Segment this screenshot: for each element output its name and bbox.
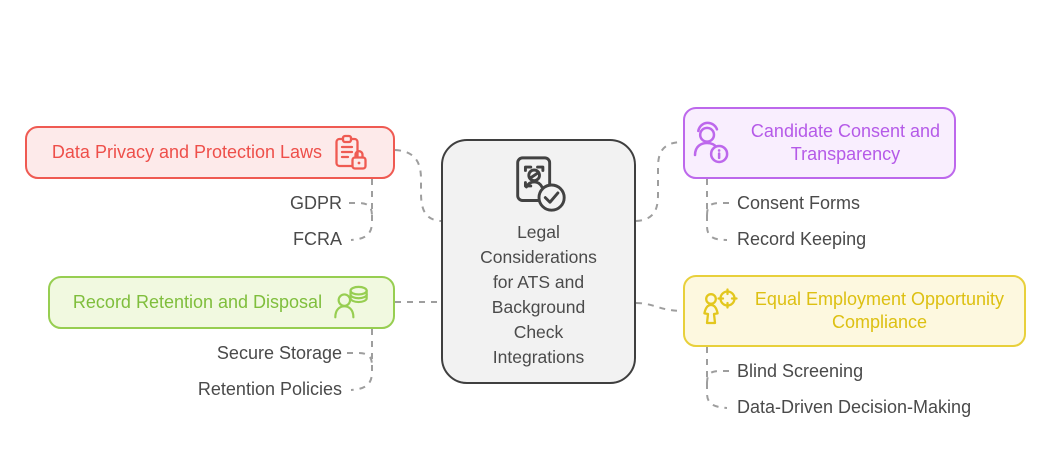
topic-eeo-compliance: Equal Employment Opportunity Compliance — [683, 275, 1026, 347]
edge-center-eeo — [635, 302, 684, 312]
trunk-candidate-consent — [706, 179, 728, 241]
person-target-icon — [702, 288, 738, 325]
branch-consent-forms — [706, 202, 729, 217]
topic-candidate-consent-label: Candidate Consent and Transparency — [750, 120, 941, 164]
branch-secure-storage — [347, 352, 373, 367]
edge-center-candidate-consent — [635, 141, 684, 222]
clipboard-lock-icon — [335, 134, 367, 170]
central-node: Legal Considerations for ATS and Backgro… — [441, 139, 636, 384]
subtopic-gdpr: GDPR — [289, 193, 342, 213]
trunk-data-privacy — [350, 179, 373, 241]
subtopic-fcra: FCRA — [293, 229, 342, 249]
trunk-eeo — [706, 347, 728, 409]
topic-data-privacy-label: Data Privacy and Protection Laws — [51, 141, 323, 162]
topic-eeo-compliance-label: Equal Employment Opportunity Compliance — [754, 288, 1005, 332]
topic-data-privacy: Data Privacy and Protection Laws — [25, 126, 395, 179]
subtopic-record-keeping: Record Keeping — [737, 229, 867, 249]
edge-data-privacy-center — [394, 149, 442, 222]
subtopic-retention-policies: Retention Policies — [197, 379, 342, 399]
subtopic-data-driven-decision-making: Data-Driven Decision-Making — [737, 397, 972, 417]
id-card-check-icon — [515, 155, 566, 212]
branch-gdpr — [349, 202, 373, 217]
trunk-record-retention — [350, 329, 373, 391]
topic-record-retention: Record Retention and Disposal — [48, 276, 395, 329]
topic-record-retention-label: Record Retention and Disposal — [72, 291, 323, 312]
subtopic-blind-screening: Blind Screening — [737, 361, 864, 381]
branch-blind-screening — [706, 370, 729, 385]
subtopic-secure-storage: Secure Storage — [216, 343, 342, 363]
central-label: Legal Considerations for ATS and Backgro… — [480, 221, 597, 367]
person-database-icon — [334, 285, 368, 318]
topic-candidate-consent: Candidate Consent and Transparency — [683, 107, 956, 179]
person-info-icon — [693, 121, 729, 164]
subtopic-consent-forms: Consent Forms — [737, 193, 861, 213]
